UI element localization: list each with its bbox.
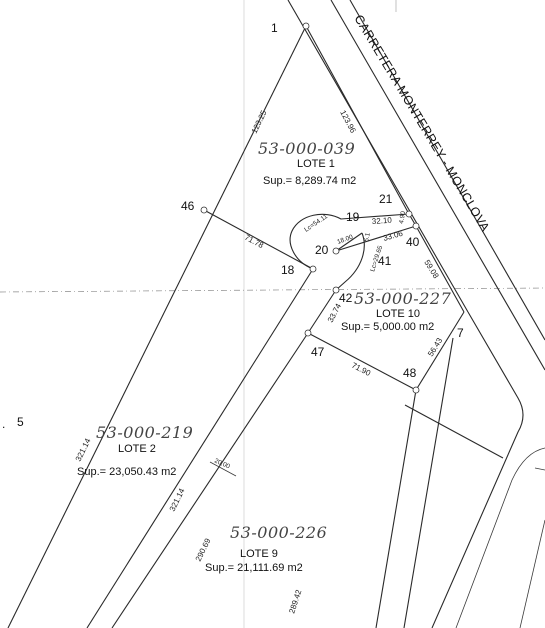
point-label-18: 18 <box>281 263 295 277</box>
vertex-40 <box>412 222 420 230</box>
lote2-cadastral: 53-000-219 <box>96 423 193 442</box>
dim-33-06: 33.06 <box>382 229 404 243</box>
stray-dot: . <box>2 417 5 431</box>
road-edge-mid <box>330 0 545 371</box>
vertex-47 <box>304 329 312 337</box>
lot-boundary-lote9-east <box>375 389 417 628</box>
point-label-41: 41 <box>378 254 392 268</box>
vertex-20 <box>332 247 340 255</box>
vertex-48 <box>412 386 420 394</box>
lot-boundary-46-18 <box>203 209 314 270</box>
lote1-name: LOTE 1 <box>297 158 335 170</box>
lot-boundary-47-48 <box>307 332 417 391</box>
lot-boundary-20-19 <box>335 232 363 252</box>
lot-boundary-lote1-east <box>305 25 410 215</box>
lot-boundary-40-7 <box>415 225 465 313</box>
grid-line-horizontal <box>0 287 545 293</box>
lote1-area: Sup.= 8,289.74 m2 <box>263 175 356 187</box>
point-label-42: 42 <box>339 291 353 305</box>
lote1-cadastral: 53-000-039 <box>258 139 355 158</box>
vertex-46 <box>200 206 208 214</box>
dim-290-69: 290.69 <box>194 536 213 562</box>
dim-56-43: 56.43 <box>426 336 445 358</box>
ramp-edge <box>534 467 545 471</box>
dim-59-08: 59.08 <box>422 258 441 280</box>
lote10-cadastral: 53-000-227 <box>354 289 452 308</box>
cul-de-sac-arc-south <box>335 232 365 291</box>
ramp-inner <box>455 447 545 628</box>
dim-4-90: 4.90 <box>398 210 407 224</box>
lot-boundary-lote10-east <box>415 311 465 391</box>
vertex-18 <box>309 265 317 273</box>
dim-321-14-lote2-west: 321.14 <box>74 436 93 462</box>
dim-5-1: 5.1 <box>363 232 372 243</box>
point-label-47: 47 <box>311 345 325 359</box>
lot-boundary-east-diagonal <box>404 404 504 459</box>
road-edge-west <box>287 0 469 313</box>
point-label-19: 19 <box>346 210 360 224</box>
lote2-name: LOTE 2 <box>118 443 156 455</box>
lot-boundary-19-41 <box>335 225 417 252</box>
point-label-40: 40 <box>406 235 420 249</box>
lote10-name: LOTE 10 <box>376 308 420 320</box>
ramp-outer <box>431 311 524 628</box>
ramp-edge-2 <box>519 519 545 628</box>
lot-boundary-lote9-west <box>111 332 309 628</box>
point-label-46: 46 <box>181 199 195 213</box>
lot-boundary-42-47 <box>307 289 337 334</box>
dim-289-42: 289.42 <box>287 588 303 615</box>
point-label-7: 7 <box>457 326 464 340</box>
lot-boundary-lote9-road <box>403 337 454 628</box>
dim-32-10: 32.10 <box>372 216 393 226</box>
dim-321-14-lote2-east: 321.14 <box>168 486 187 512</box>
dim-123-96: 123.96 <box>338 109 358 135</box>
point-label-48: 48 <box>403 366 417 380</box>
road-name-label: CARRETERA MONTERREY - MONCLOVA <box>351 12 492 234</box>
dim-71-90: 71.90 <box>350 361 372 378</box>
point-label-5: 5 <box>17 415 24 429</box>
lot-boundary-west-long <box>7 25 307 628</box>
lot-boundary-lote2-east <box>86 268 314 628</box>
point-label-20: 20 <box>315 243 329 257</box>
lote10-area: Sup.= 5,000.00 m2 <box>341 321 434 333</box>
vertex-21 <box>405 210 413 218</box>
lote2-area: Sup.= 23,050.43 m2 <box>77 466 176 478</box>
road-edge-east <box>349 0 545 341</box>
vertex-1 <box>302 22 310 30</box>
lote9-name: LOTE 9 <box>240 548 278 560</box>
dim-123-25: 123.25 <box>250 108 269 134</box>
dim-lc-54-11: Lc=54.11 <box>303 213 329 234</box>
point-label-21: 21 <box>379 192 393 206</box>
point-label-1: 1 <box>271 21 278 35</box>
dimension-line-20 <box>209 461 237 477</box>
vertex-42 <box>332 286 340 294</box>
lote9-area: Sup.= 21,111.69 m2 <box>205 562 303 574</box>
dim-71-78: 71.78 <box>243 233 265 251</box>
lote9-cadastral: 53-000-226 <box>230 523 327 542</box>
cul-de-sac-arc <box>289 213 410 270</box>
